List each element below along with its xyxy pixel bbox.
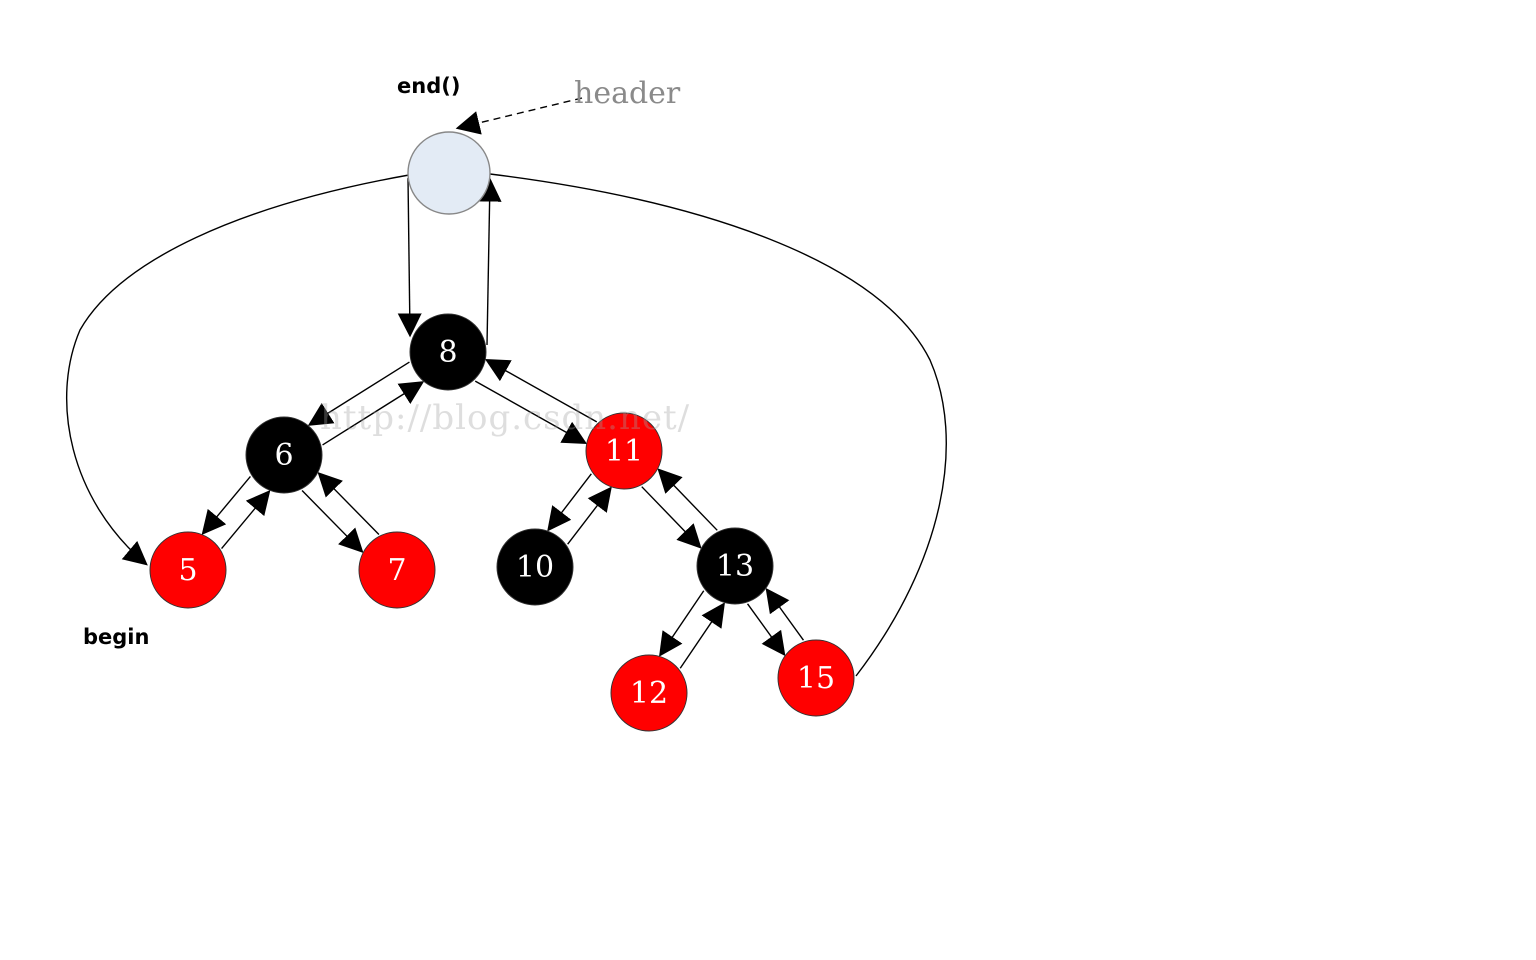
node-circle	[245, 416, 323, 494]
node-circle	[358, 531, 436, 609]
edge-n10-to-n11	[567, 486, 612, 545]
node-key-8: 8	[438, 335, 457, 370]
begin-label: begin	[83, 625, 150, 649]
edge-n15-to-n13	[765, 587, 805, 641]
node-circle	[585, 412, 663, 490]
header-pointer-dashed	[455, 97, 583, 135]
edge-header-to-n15-rightmost	[489, 173, 947, 677]
node-circle	[696, 527, 774, 605]
node-key-10: 10	[516, 550, 554, 585]
node-circle	[149, 531, 227, 609]
header-label: header	[574, 76, 681, 111]
nodes-layer: 8 6 11 5 7 10 13 12 15	[149, 131, 855, 732]
tree-node-11: 11	[585, 412, 663, 490]
edge-n6-to-n8	[322, 381, 425, 446]
edge-n8-to-n11	[474, 380, 588, 445]
node-circle	[407, 131, 491, 215]
node-circle	[610, 654, 688, 732]
node-key-6: 6	[274, 438, 293, 473]
node-key-15: 15	[797, 661, 835, 696]
node-key-5: 5	[178, 553, 197, 588]
edge-n11-to-n13	[641, 486, 702, 549]
node-circle	[777, 639, 855, 717]
edge-n13-to-n15	[746, 603, 786, 657]
tree-node-5: 5	[149, 531, 227, 609]
end-label: end()	[397, 74, 461, 98]
node-circle	[496, 528, 574, 606]
edge-n8-to-header	[477, 177, 502, 346]
watermark-text: http://blog.csdn.net/	[320, 398, 691, 438]
edge-header-to-n8	[397, 177, 422, 338]
node-key-13: 13	[716, 549, 754, 584]
edges-layer	[65, 97, 947, 677]
edge-n8-to-n6	[307, 361, 410, 426]
tree-node-10: 10	[496, 528, 574, 606]
edge-n11-to-n10	[547, 473, 592, 532]
edge-n11-to-n8	[484, 358, 598, 423]
edge-n6-to-n7	[301, 490, 364, 554]
node-circle	[409, 313, 487, 391]
edge-header-to-n5-leftmost	[65, 174, 410, 566]
edge-n5-to-n6	[221, 490, 271, 549]
tree-node-6: 6	[245, 416, 323, 494]
edge-n12-to-n13	[679, 602, 725, 669]
tree-node-8: 8	[409, 313, 487, 391]
node-key-7: 7	[387, 553, 406, 588]
tree-node-15: 15	[777, 639, 855, 717]
edge-n7-to-n6	[317, 471, 380, 535]
node-key-12: 12	[630, 676, 668, 711]
node-key-11: 11	[605, 434, 643, 469]
tree-node-7: 7	[358, 531, 436, 609]
tree-node-12: 12	[610, 654, 688, 732]
edge-n13-to-n11	[657, 468, 718, 531]
tree-node-13: 13	[696, 527, 774, 605]
edge-n13-to-n12	[659, 590, 705, 657]
edge-n6-to-n5	[201, 476, 251, 535]
header-node	[407, 131, 491, 215]
